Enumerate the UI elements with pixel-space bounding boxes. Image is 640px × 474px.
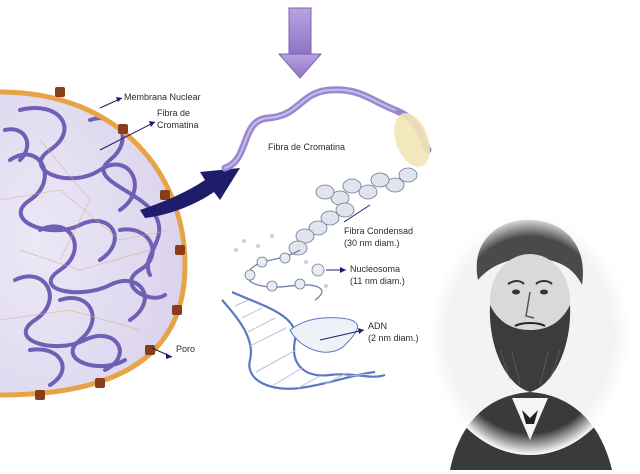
dna-double-helix: [221, 291, 386, 390]
svg-text:(2 nm diam.): (2 nm diam.): [368, 333, 419, 343]
svg-text:(30 nm diam.): (30 nm diam.): [344, 238, 400, 248]
label-adn: ADN (2 nm diam.): [319, 321, 419, 343]
svg-text:Fibra Condensad: Fibra Condensad: [344, 226, 413, 236]
svg-text:Cromatina: Cromatina: [157, 120, 199, 130]
svg-text:Nucleosoma: Nucleosoma: [350, 264, 400, 274]
chromatin-fiber: Fibra de Cromatina: [221, 86, 432, 172]
svg-text:Fibra de Cromatina: Fibra de Cromatina: [268, 142, 345, 152]
label-nucleosoma: Nucleosoma (11 nm diam.): [326, 264, 405, 286]
nucleus: [0, 87, 188, 400]
nucleosome-string: [234, 234, 328, 301]
label-fibra-cromatina-small: Fibra de Cromatina: [99, 108, 199, 151]
svg-text:Poro: Poro: [176, 344, 195, 354]
zoom-arrow-icon: [140, 168, 240, 218]
down-arrow-icon: [277, 7, 323, 79]
svg-text:Membrana Nuclear: Membrana Nuclear: [124, 92, 201, 102]
svg-text:(11 nm diam.): (11 nm diam.): [350, 276, 405, 286]
svg-text:Fibra de: Fibra de: [157, 108, 190, 118]
nuclear-pores: [35, 87, 185, 400]
bearded-man-portrait: [430, 215, 630, 470]
condensed-fiber: [288, 167, 418, 256]
label-fibra-condensada: Fibra Condensad (30 nm diam.): [343, 204, 413, 248]
label-poro: Poro: [151, 344, 195, 359]
svg-text:ADN: ADN: [368, 321, 387, 331]
label-membrana-nuclear: Membrana Nuclear: [99, 92, 201, 109]
